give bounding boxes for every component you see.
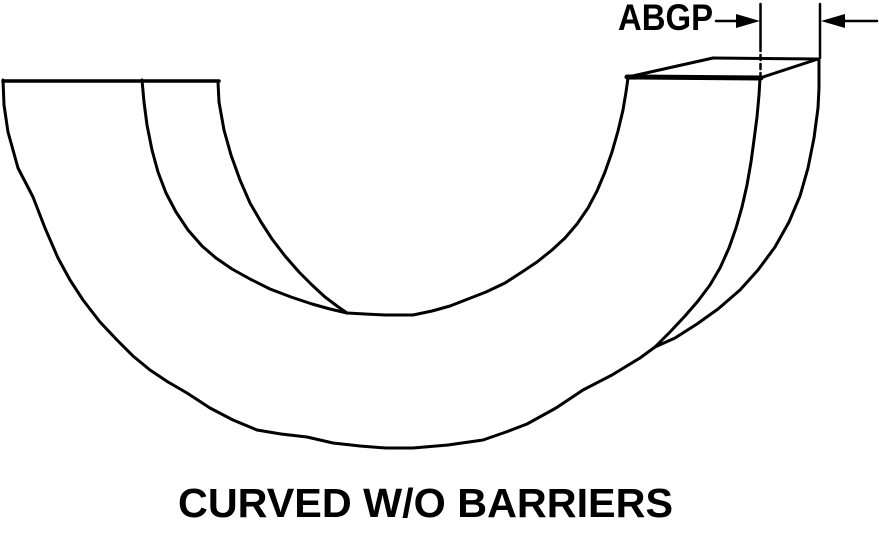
dimension-label: ABGP — [618, 0, 713, 38]
dimension-callout: ABGP — [618, 0, 879, 79]
right-end-left-edge — [626, 56, 715, 79]
right-end-front-edge-curve — [653, 76, 762, 349]
right-end-near-edge — [624, 74, 764, 81]
right-arrowhead-icon — [736, 14, 760, 28]
left-arrowhead-icon — [821, 14, 845, 28]
right-end-top-face — [624, 56, 820, 81]
inner-front-rim-curve — [140, 76, 630, 317]
inner-top-rim-curve — [216, 80, 349, 315]
figure-caption: CURVED W/O BARRIERS — [178, 480, 673, 526]
outer-silhouette-curve — [1, 58, 821, 450]
right-end-far-edge — [711, 56, 820, 61]
right-end-right-edge — [758, 57, 820, 80]
